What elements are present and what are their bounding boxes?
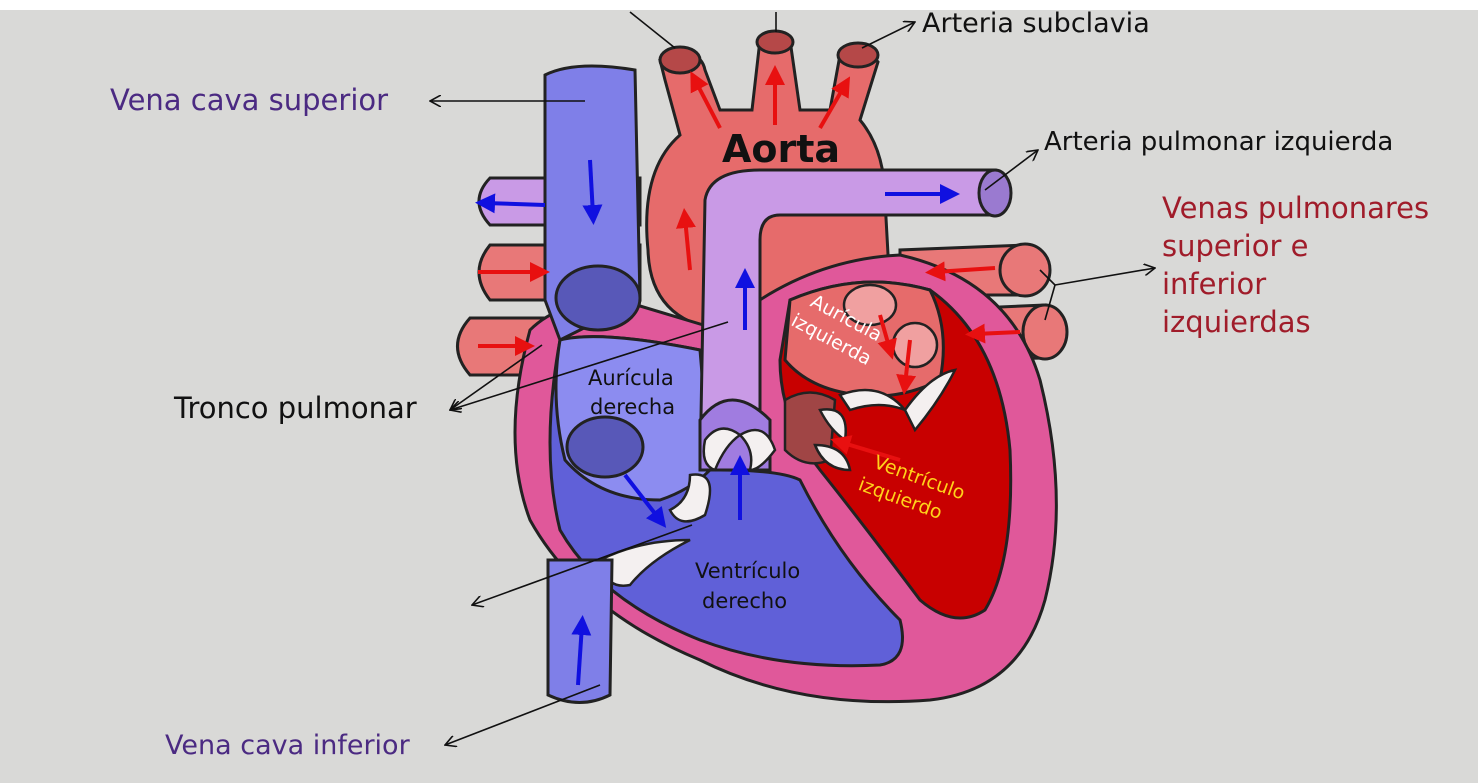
label-auricula-derecha-line-2: derecha [590,395,675,419]
label-aorta: Aorta [722,127,840,171]
label-ventriculo-derecho-line-1: Ventrículo [695,559,800,583]
label-tronco-pulmonar: Tronco pulmonar [173,391,417,425]
label-arteria-subclavia: Arteria subclavia [922,8,1150,39]
label-auricula-derecha-line-1: Aurícula [588,366,674,390]
label-venas-pulmonares-line-4: izquierdas [1162,305,1311,339]
label-arteria-pulmonar-izquierda: Arteria pulmonar izquierda [1044,127,1393,157]
label-venas-pulmonares: Venas pulmonares superior e inferior izq… [1162,191,1429,339]
top-strip [0,0,1478,10]
label-venas-pulmonares-line-3: inferior [1162,267,1266,301]
label-vena-cava-superior: Vena cava superior [110,83,388,117]
coronary-sinus [567,417,643,477]
label-venas-pulmonares-line-1: Venas pulmonares [1162,191,1429,225]
label-vena-cava-inferior: Vena cava inferior [165,730,411,761]
label-venas-pulmonares-line-2: superior e [1162,229,1308,263]
label-ventriculo-derecho-line-2: derecho [702,589,787,613]
